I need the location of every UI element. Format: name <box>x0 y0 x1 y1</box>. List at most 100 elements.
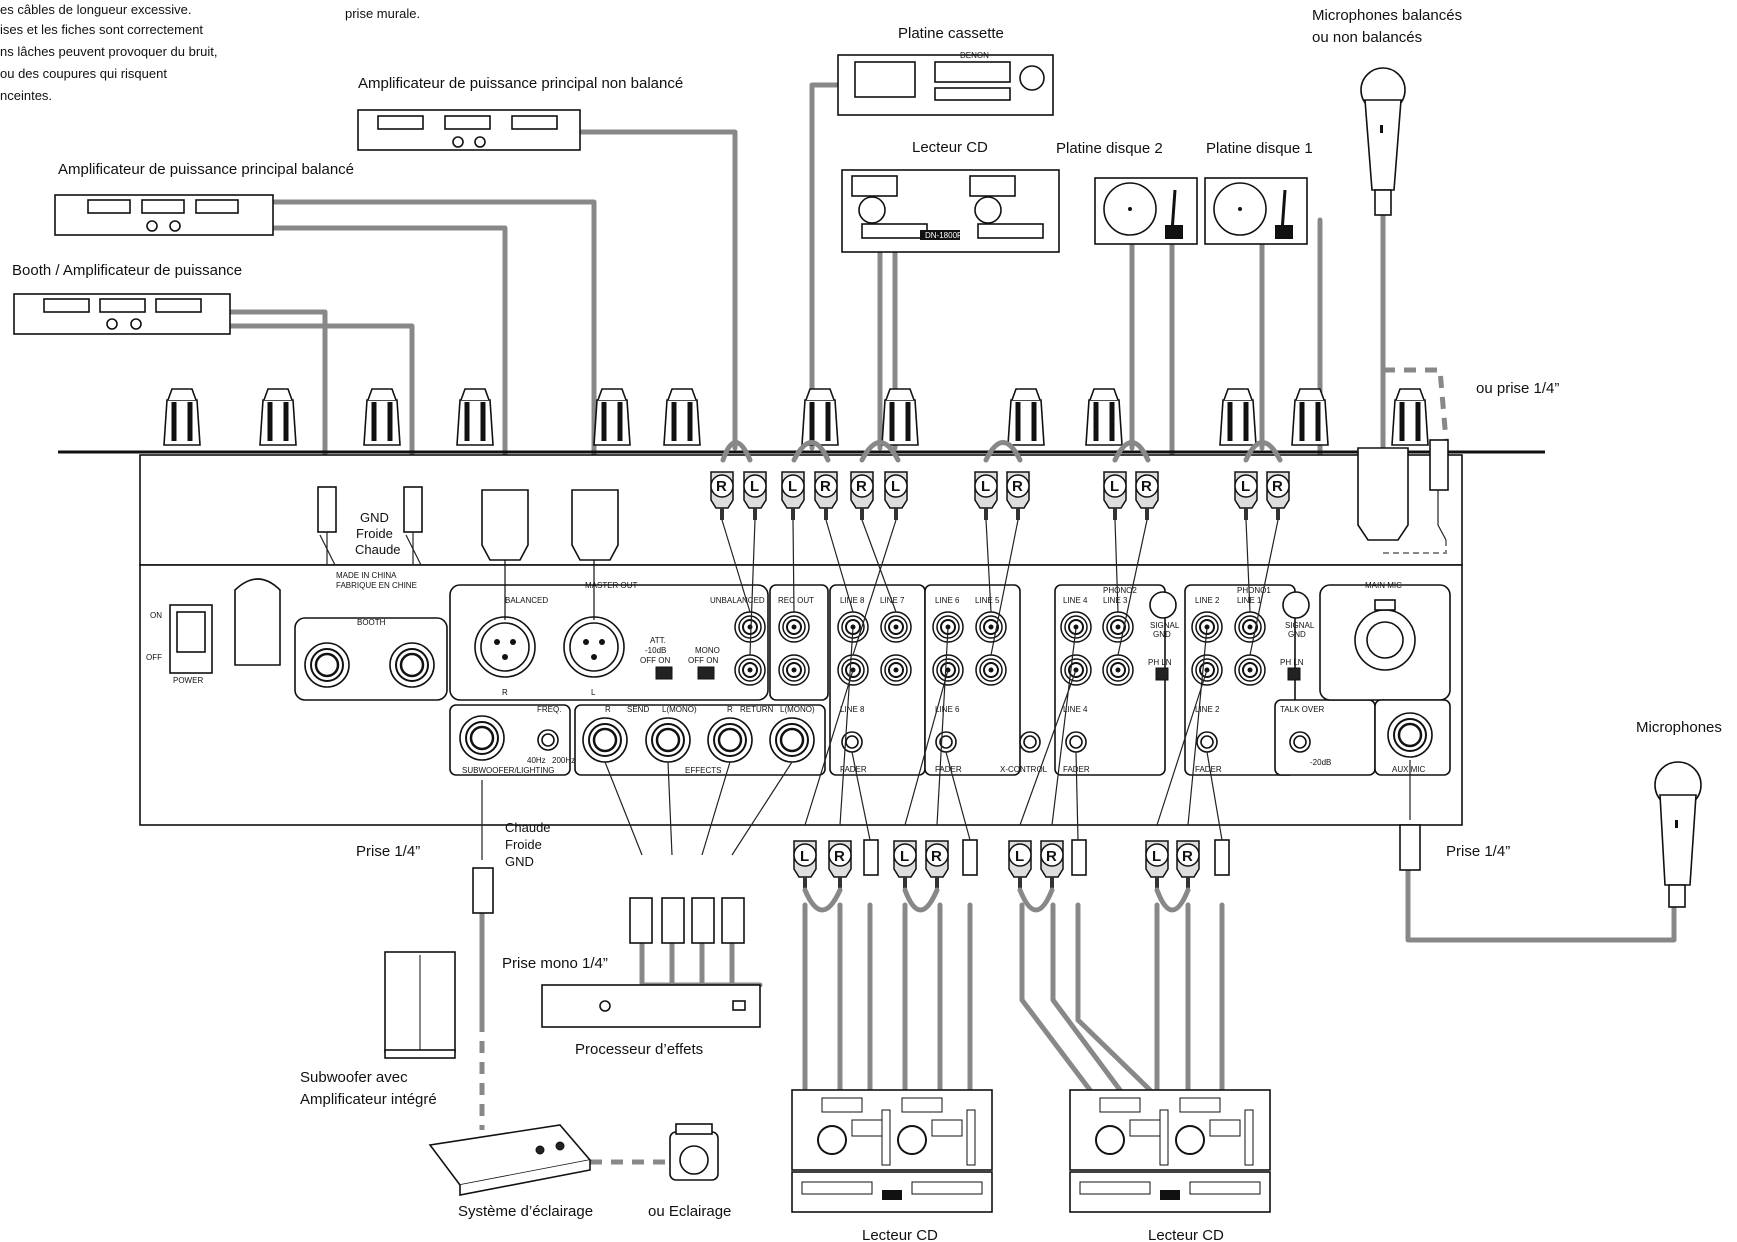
fabrique-label: FABRIQUE EN CHINE <box>336 581 417 590</box>
subwoofer <box>384 951 456 1059</box>
send-label: SEND <box>627 705 649 714</box>
main-mic-plugs <box>1357 439 1449 554</box>
booth-amp <box>13 293 231 335</box>
cables <box>227 82 1677 1165</box>
mono-off-on: OFF ON <box>688 656 718 665</box>
label-jack-right: Prise 1/4” <box>1446 843 1510 860</box>
label-jack-left: Prise 1/4” <box>356 843 420 860</box>
plug-letter-6: L <box>891 478 900 495</box>
label-turntable-2: Platine disque 2 <box>1056 140 1163 157</box>
amp-unbalanced <box>357 109 581 151</box>
subwoofer-plug <box>472 780 494 914</box>
att-switch[interactable] <box>655 666 673 680</box>
signal-gnd-label-2: SIGNAL <box>1150 621 1180 630</box>
line6-label: LINE 6 <box>935 596 960 605</box>
label-turntable-1: Platine disque 1 <box>1206 140 1313 157</box>
gnd-label-2: GND <box>1153 630 1171 639</box>
made-in-label: MADE IN CHINA <box>336 571 397 580</box>
bottom-plug-5: L <box>1015 848 1024 865</box>
bal-l-label: L <box>591 688 596 697</box>
send-lmono-label: L(MONO) <box>662 705 697 714</box>
label-amp-unbalanced: Amplificateur de puissance principal non… <box>358 75 683 92</box>
line3-label: LINE 3 <box>1103 596 1128 605</box>
bal-r-label: R <box>502 688 508 697</box>
wire-gnd-2: GND <box>505 854 534 869</box>
return-r-label: R <box>727 705 733 714</box>
fader8-label: FADER <box>840 765 867 774</box>
talk-over-label: TALK OVER <box>1280 705 1325 714</box>
ph-ln-switch-2[interactable] <box>1155 667 1169 681</box>
power-off-label: OFF <box>146 653 162 662</box>
label-or-jack: ou prise 1/4” <box>1476 380 1559 397</box>
master-out-label: MASTER OUT <box>585 581 638 590</box>
cd-model-top: DN-1800F <box>925 231 962 240</box>
label-subwoofer-2: Amplificateur intégré <box>300 1091 437 1108</box>
wire-cold: Froide <box>356 526 393 541</box>
balanced-label: BALANCED <box>505 596 548 605</box>
label-subwoofer-1: Subwoofer avec <box>300 1069 408 1086</box>
cd-player-bottom-right <box>1069 1089 1271 1213</box>
bottom-plug-1: L <box>800 848 809 865</box>
plug-letter-9: L <box>1110 478 1119 495</box>
power-on-label: ON <box>150 611 162 620</box>
line2b-label: LINE 2 <box>1195 705 1220 714</box>
line4-label: LINE 4 <box>1063 596 1088 605</box>
rca-plugs-top <box>710 440 1290 656</box>
aux-mic-label: AUX MIC <box>1392 765 1426 774</box>
mono-switch[interactable] <box>697 666 715 680</box>
plug-letter-11: L <box>1241 478 1250 495</box>
fader6-label: FADER <box>935 765 962 774</box>
line2-label: LINE 2 <box>1195 596 1220 605</box>
wire-hot-2: Chaude <box>505 820 551 835</box>
effects-label: EFFECTS <box>685 766 721 775</box>
line6b-label: LINE 6 <box>935 705 960 714</box>
cd-player-top: DN-1800F <box>841 169 1060 253</box>
cassette-deck: DENON <box>837 51 1054 116</box>
cd-player-bottom-left <box>791 1089 993 1213</box>
label-microphones: Microphones <box>1636 719 1722 736</box>
effects-plugs <box>604 761 793 944</box>
microphone-top-icon <box>1360 67 1406 216</box>
label-cassette-deck: Platine cassette <box>898 25 1004 42</box>
plug-letter-2: L <box>750 478 759 495</box>
label-mics-balanced-2: ou non balancés <box>1312 29 1422 46</box>
power-label: POWER <box>173 676 203 685</box>
label-cd-bottom-left: Lecteur CD <box>862 1227 938 1242</box>
freq-label: FREQ. <box>537 705 561 714</box>
intro-line-2: ises et les fiches sont correctement <box>0 22 203 37</box>
microphone-right-icon <box>1654 761 1702 908</box>
wire-hot: Chaude <box>355 542 401 557</box>
att-val-label: -10dB <box>645 646 666 655</box>
bottom-plug-2: R <box>834 848 845 865</box>
intro-fragment: prise murale. <box>345 6 420 21</box>
bottom-plug-3: L <box>900 848 909 865</box>
booth-plugs <box>317 486 423 566</box>
main-mic-label: MAIN MIC <box>1365 581 1402 590</box>
mono-label: MONO <box>695 646 720 655</box>
line4b-label: LINE 4 <box>1063 705 1088 714</box>
wire-gnd: GND <box>360 510 389 525</box>
label-cd-player-top: Lecteur CD <box>912 139 988 156</box>
turntable-1 <box>1204 177 1308 245</box>
label-mono-jack: Prise mono 1/4” <box>502 955 608 972</box>
intro-line-5: nceintes. <box>0 88 52 103</box>
effects-processor <box>541 984 761 1028</box>
rca-plugs-bottom <box>793 627 1230 913</box>
intro-line-1: es câbles de longueur excessive. <box>0 2 192 17</box>
fader2-label: FADER <box>1195 765 1222 774</box>
plug-letter-5: R <box>856 478 867 495</box>
light-fixture <box>669 1123 719 1181</box>
intro-line-4: ou des coupures qui risquent <box>0 66 167 81</box>
rec-out-label: REC OUT <box>778 596 814 605</box>
plug-letter-3: L <box>788 478 797 495</box>
phono2-label: PHONO2 <box>1103 586 1137 595</box>
plug-letter-1: R <box>716 478 727 495</box>
line5-label: LINE 5 <box>975 596 1000 605</box>
brand-label: DENON <box>960 51 989 60</box>
lighting-system <box>428 1124 592 1196</box>
aux-mic-plug <box>1399 760 1421 871</box>
label-booth-amp: Booth / Amplificateur de puissance <box>12 262 242 279</box>
ph-ln-switch-1[interactable] <box>1287 667 1301 681</box>
